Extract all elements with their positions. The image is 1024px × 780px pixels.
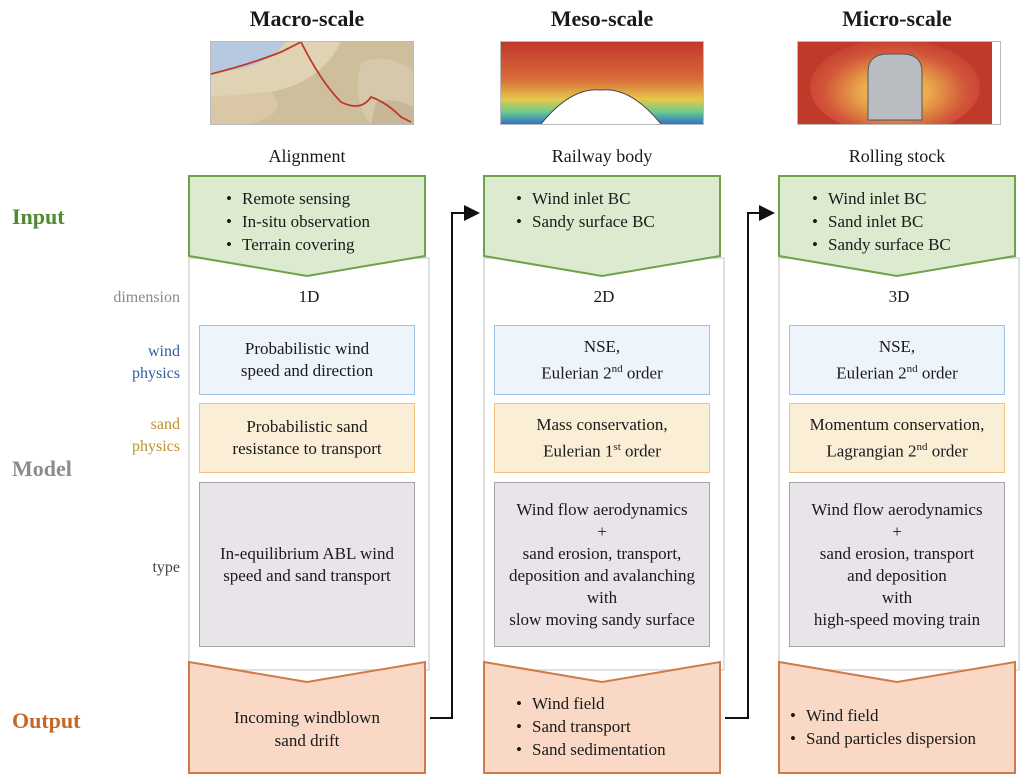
dimension-micro: 3D bbox=[888, 287, 910, 306]
model-type-micro: Wind flow aerodynamics+sand erosion, tra… bbox=[789, 482, 1005, 647]
model-type-meso: Wind flow aerodynamics+sand erosion, tra… bbox=[494, 482, 710, 647]
input-list-micro: Wind inlet BC Sand inlet BC Sandy surfac… bbox=[812, 187, 951, 256]
input-item: Remote sensing bbox=[226, 187, 370, 210]
dimension-meso: 2D bbox=[593, 287, 615, 306]
input-item: Wind inlet BC bbox=[812, 187, 951, 210]
output-item: Sand transport bbox=[516, 715, 666, 738]
column-subtitle-macro: Alignment bbox=[268, 146, 346, 166]
row-label-output: Output bbox=[12, 708, 81, 733]
output-list-micro: Wind field Sand particles dispersion bbox=[790, 704, 976, 750]
input-list-meso: Wind inlet BC Sandy surface BC bbox=[516, 187, 655, 233]
row-label-type: type bbox=[152, 559, 180, 576]
input-list-macro: Remote sensing In-situ observation Terra… bbox=[226, 187, 370, 256]
column-subtitle-meso: Railway body bbox=[551, 146, 653, 166]
row-label-model: Model bbox=[12, 456, 72, 481]
output-item: Wind field bbox=[790, 704, 976, 727]
column-title-micro: Micro-scale bbox=[842, 6, 952, 31]
wind-physics-meso: NSE,Eulerian 2nd order bbox=[494, 325, 710, 395]
connector-macro-to-meso bbox=[430, 205, 480, 719]
column-title-meso: Meso-scale bbox=[550, 6, 654, 31]
input-item: Wind inlet BC bbox=[516, 187, 655, 210]
wind-physics-micro: NSE,Eulerian 2nd order bbox=[789, 325, 1005, 395]
output-item: Sand sedimentation bbox=[516, 738, 666, 761]
dimension-macro: 1D bbox=[298, 287, 320, 306]
input-item: Sand inlet BC bbox=[812, 210, 951, 233]
output-item: Wind field bbox=[516, 692, 666, 715]
macro-scale-map-image bbox=[210, 41, 414, 125]
meso-scale-flow-image bbox=[500, 41, 704, 125]
row-label-input: Input bbox=[12, 204, 65, 229]
sand-physics-meso: Mass conservation,Eulerian 1st order bbox=[494, 403, 710, 473]
column-title-macro: Macro-scale bbox=[249, 6, 365, 31]
output-list-meso: Wind field Sand transport Sand sedimenta… bbox=[516, 692, 666, 761]
micro-scale-train-image bbox=[797, 41, 1001, 125]
output-item: Sand particles dispersion bbox=[790, 727, 976, 750]
input-item: Sandy surface BC bbox=[812, 233, 951, 256]
input-item: Sandy surface BC bbox=[516, 210, 655, 233]
input-item: Terrain covering bbox=[226, 233, 370, 256]
output-box-macro bbox=[188, 660, 426, 774]
sand-physics-micro: Momentum conservation,Lagrangian 2nd ord… bbox=[789, 403, 1005, 473]
input-item: In-situ observation bbox=[226, 210, 370, 233]
row-label-dimension: dimension bbox=[113, 289, 180, 306]
connector-meso-to-micro bbox=[725, 205, 775, 719]
column-subtitle-micro: Rolling stock bbox=[848, 146, 946, 166]
